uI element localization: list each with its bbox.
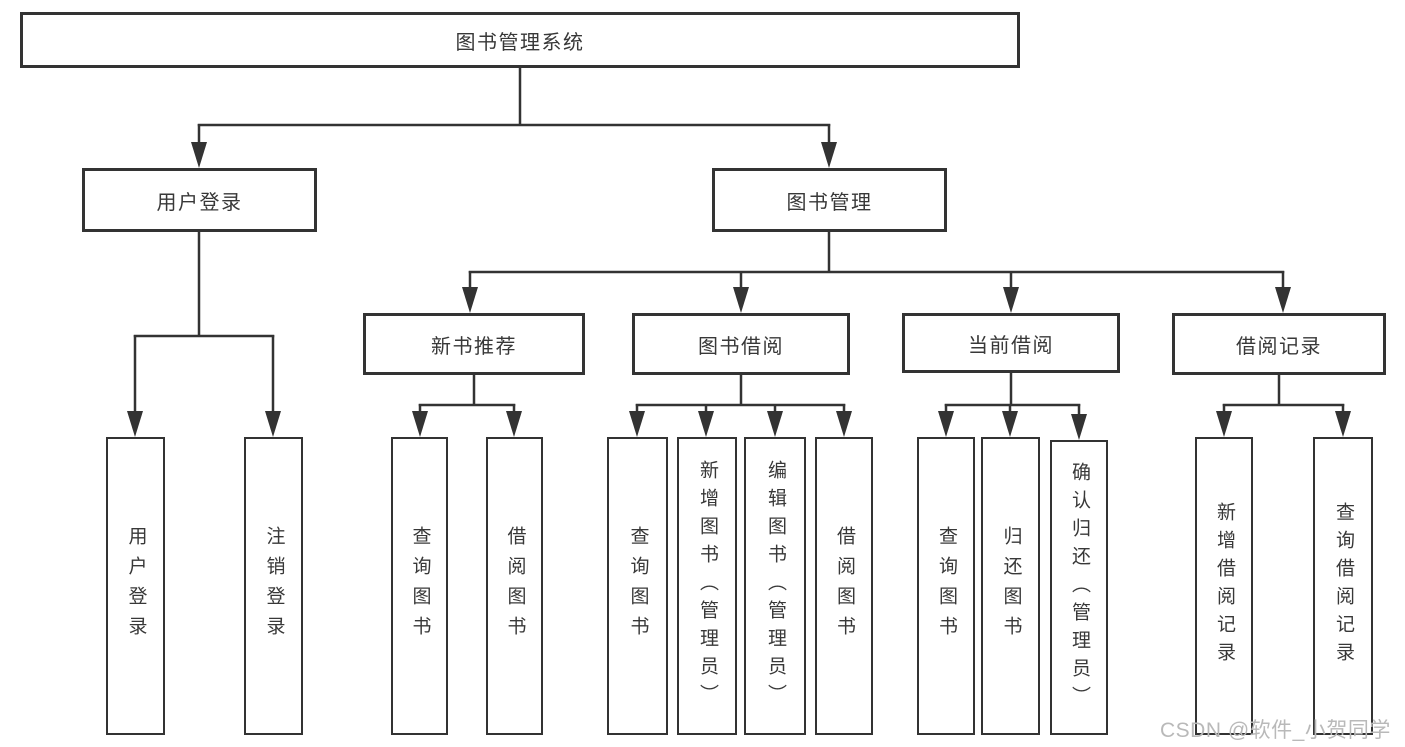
branch-borrow-records xyxy=(1216,375,1351,437)
leaf-logout: 注销登录 xyxy=(244,437,303,735)
leaf-current-query: 查询图书 xyxy=(917,437,975,735)
leaf-newbooks-borrow-label: 借阅图书 xyxy=(504,526,526,646)
node-book-borrow: 图书借阅 xyxy=(632,313,850,375)
node-user-login-label: 用户登录 xyxy=(156,191,243,214)
leaf-records-query: 查询借阅记录 xyxy=(1313,437,1373,735)
node-new-books: 新书推荐 xyxy=(363,313,585,375)
leaf-borrow-query: 查询图书 xyxy=(607,437,668,735)
node-library-system-label: 图书管理系统 xyxy=(455,31,585,54)
node-current-borrow-label: 当前借阅 xyxy=(968,334,1054,357)
leaf-user-login: 用户登录 xyxy=(106,437,165,735)
leaf-current-confirm-label: 确认归还（管理员） xyxy=(1068,461,1090,714)
branch-user-login xyxy=(127,232,281,437)
csdn-watermark: CSDN @软件_小贺同学 xyxy=(1160,719,1391,742)
leaf-newbooks-query-label: 查询图书 xyxy=(409,526,431,646)
node-library-system: 图书管理系统 xyxy=(20,12,1020,68)
leaf-current-return: 归还图书 xyxy=(981,437,1040,735)
node-user-login: 用户登录 xyxy=(82,168,317,232)
leaf-logout-label: 注销登录 xyxy=(263,526,285,646)
leaf-current-query-label: 查询图书 xyxy=(935,526,957,646)
leaf-newbooks-query: 查询图书 xyxy=(391,437,448,735)
leaf-records-add-label: 新增借阅记录 xyxy=(1213,502,1235,670)
leaf-borrow-borrow-label: 借阅图书 xyxy=(833,526,855,646)
branch-current-borrow xyxy=(938,373,1087,440)
leaf-records-query-label: 查询借阅记录 xyxy=(1332,502,1354,670)
leaf-current-return-label: 归还图书 xyxy=(1000,526,1022,646)
leaf-borrow-add: 新增图书（管理员） xyxy=(677,437,737,735)
node-book-mgmt: 图书管理 xyxy=(712,168,947,232)
branch-new-books xyxy=(412,375,522,437)
leaf-borrow-query-label: 查询图书 xyxy=(627,526,649,646)
node-book-borrow-label: 图书借阅 xyxy=(698,335,784,358)
leaf-borrow-add-label: 新增图书（管理员） xyxy=(696,460,718,712)
leaf-records-add: 新增借阅记录 xyxy=(1195,437,1253,735)
node-borrow-records-label: 借阅记录 xyxy=(1236,335,1322,358)
node-borrow-records: 借阅记录 xyxy=(1172,313,1386,375)
branch-book-mgmt xyxy=(462,232,1291,313)
leaf-borrow-borrow: 借阅图书 xyxy=(815,437,873,735)
leaf-newbooks-borrow: 借阅图书 xyxy=(486,437,543,735)
leaf-user-login-label: 用户登录 xyxy=(125,526,147,646)
branch-root xyxy=(191,68,837,168)
leaf-current-confirm: 确认归还（管理员） xyxy=(1050,440,1108,735)
node-book-mgmt-label: 图书管理 xyxy=(786,191,873,214)
branch-book-borrow xyxy=(629,374,852,437)
leaf-borrow-edit: 编辑图书（管理员） xyxy=(744,437,806,735)
leaf-borrow-edit-label: 编辑图书（管理员） xyxy=(764,460,786,712)
node-current-borrow: 当前借阅 xyxy=(902,313,1120,373)
node-new-books-label: 新书推荐 xyxy=(431,335,517,358)
